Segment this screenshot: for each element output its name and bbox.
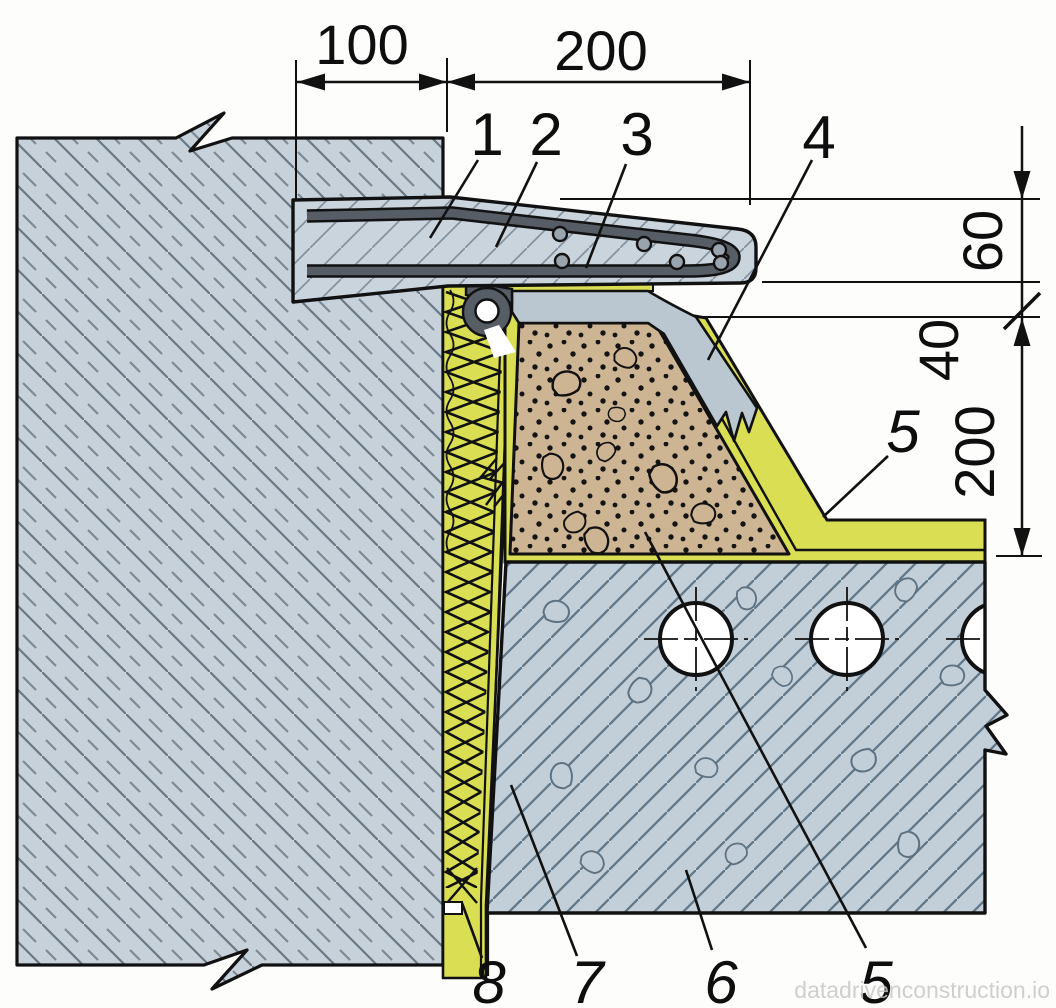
extension-lines-top [295, 58, 751, 205]
leader-1 [428, 159, 480, 239]
dim-40-label: 40 [907, 319, 970, 381]
right-dimension-chain [560, 126, 1042, 557]
insulation-end-cross [446, 867, 478, 904]
leader-6 [684, 869, 714, 951]
membrane-notch [443, 901, 463, 915]
slab-void-circles [644, 587, 1007, 691]
callout-2: 2 [529, 101, 562, 168]
callout-4: 4 [802, 104, 835, 171]
callout-8: 8 [472, 949, 506, 1008]
callout-3: 3 [620, 101, 653, 168]
dim-100-label: 100 [315, 13, 408, 76]
oblique-tick-40 [1002, 291, 1042, 331]
dim-60-label: 60 [951, 210, 1014, 272]
leader-7 [509, 784, 579, 957]
drip-opening [484, 325, 516, 358]
membrane-break-mark [478, 457, 514, 508]
hollow-core-slab [485, 560, 1009, 915]
dim-200-top-label: 200 [554, 19, 647, 82]
precast-coping [291, 195, 758, 304]
leader-5-bottom [643, 531, 868, 949]
dimension-arrows-top [297, 73, 750, 91]
mortar-bed [510, 289, 759, 443]
adhesive-scallop-line [445, 289, 455, 555]
extension-lines-right [560, 198, 1042, 557]
insulation-zigzag-hatch [444, 290, 506, 888]
steel-channel [306, 208, 739, 276]
rebar-dots [551, 225, 730, 272]
leader-2 [494, 161, 539, 248]
callout-6: 6 [704, 949, 738, 1008]
slab-outline-with-break [485, 560, 1009, 915]
watermark-text: datadrivenconstruction.io [794, 977, 1050, 1003]
cement-screed-fill [508, 321, 791, 556]
leader-8 [460, 902, 484, 959]
masonry-wall-section [15, 111, 445, 991]
callout-1: 1 [470, 101, 503, 168]
leader-3 [584, 163, 628, 269]
dimension-arrows-right [1013, 171, 1031, 556]
leader-5-side [822, 455, 889, 518]
callout-7: 7 [570, 949, 606, 1008]
top-dimension-chain [295, 58, 751, 205]
callout-5-bottom: 5 [859, 949, 893, 1008]
leader-4 [706, 159, 814, 361]
callout-5-side: 5 [886, 398, 920, 465]
dim-200-side-label: 200 [943, 405, 1006, 498]
drip-bulb-hole [474, 298, 500, 324]
callout-leaders [428, 159, 889, 959]
